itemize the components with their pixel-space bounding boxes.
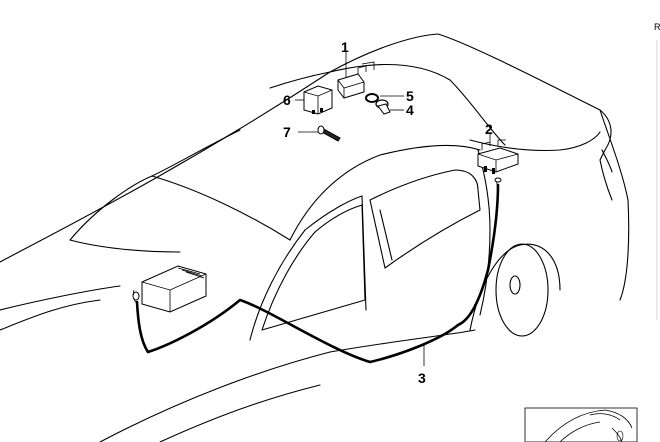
callout-1: 1 — [341, 39, 349, 55]
cable-3[interactable] — [135, 183, 500, 366]
part-7-screw[interactable] — [298, 125, 341, 142]
part-6-module[interactable] — [295, 85, 333, 115]
part-2-amplifier[interactable] — [477, 134, 519, 191]
part-4-plug[interactable] — [375, 99, 404, 115]
callout-4: 4 — [406, 102, 414, 118]
callout-6: 6 — [283, 92, 291, 108]
part-1-module[interactable] — [337, 52, 375, 99]
receiver-box[interactable] — [132, 265, 207, 313]
callout-5: 5 — [406, 88, 414, 104]
part-5-grommet[interactable] — [365, 93, 404, 103]
callout-7: 7 — [283, 124, 291, 140]
callout-2: 2 — [485, 121, 493, 137]
thumbnail-inset[interactable] — [524, 407, 638, 442]
car-outline — [0, 33, 630, 442]
callout-3: 3 — [418, 370, 426, 386]
edge-letter: R — [654, 22, 660, 32]
